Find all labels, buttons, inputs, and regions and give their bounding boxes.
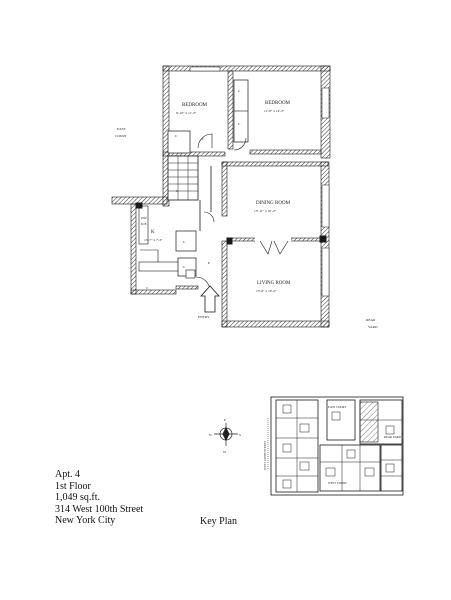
closet-label: C [202,137,205,141]
closet-kitchen [175,230,197,252]
bedroom-right-dims: 11'-8" x 14'-3" [264,109,285,113]
kitchen-label: K [151,230,155,235]
wall-bedroom-right-bottom [249,149,322,155]
closet-label: C [238,122,241,126]
key-plan-west-court: WEST COURT [328,481,347,485]
compass: E N S W [209,418,241,454]
bath-tiles [168,156,198,200]
closet-label: C [176,189,179,193]
closet-bedroom-left [167,130,191,154]
ice-label: ICE [141,222,147,226]
key-plan-block-middle-bottom [319,444,381,492]
apartment-plan [111,65,331,328]
key-plan-caption: Key Plan [200,516,237,527]
compass-s: S [239,433,241,437]
window-dining [321,184,330,228]
wall-dining-top [221,161,329,167]
apartment-info: Apt. 4 1st Floor 1,049 sq.ft. 314 West 1… [55,469,143,527]
pillar [319,235,327,243]
door-swing-bedroom-left [197,133,213,149]
street-address: 314 West 100th Street [55,503,144,515]
key-plan-block-middle-top [326,399,356,441]
rear-yard-label-2: YARD [368,325,378,329]
rear-yard-label-1: REAR [366,318,376,322]
door-swing-living-2 [273,240,289,255]
key-plan-east-court: EAST COURT [328,405,346,409]
apt-number: Apt. 4 [55,469,80,480]
closet-label: C [175,134,178,138]
room-labels: BEDROOM 9'-10" x 11'-3" BEDROOM 11'-8" x… [115,89,378,329]
living-room-label: LIVING ROOM [257,281,291,286]
bedroom-left-label: BEDROOM [182,103,208,108]
key-plan-outline [270,396,404,496]
pillar [135,202,143,209]
city: New York City [55,515,116,526]
living-room-dims: 13'-6" x 19'-2" [256,289,277,293]
entry-label: ENTRY [198,315,210,319]
key-plan-highlight [359,401,379,443]
east-court-label-1: EAST [117,127,127,131]
bathroom [167,155,199,201]
compass-w: W [223,450,227,454]
bedroom-left-dims: 9'-10" x 11'-3" [176,111,197,115]
kitchen-counter-left [138,205,149,245]
closet-label: C [146,286,149,290]
entry-arrow-icon [200,285,220,313]
compass-needle-icon [222,426,230,442]
wall-dining-left [221,161,228,217]
door-swing-bedroom-right [233,137,247,151]
floor-level: 1st Floor [55,480,91,492]
closet-label: C [183,240,186,244]
key-plan-rear-yard: REAR YARD [384,435,402,439]
kitchen-dims: 13'-7" x 7'-3" [144,238,163,242]
compass-n: N [209,433,212,437]
closet-label: C [183,265,186,269]
wall-living-bottom [221,320,330,328]
wall-top [162,65,331,72]
window-bedroom-right [321,87,330,119]
wall-foyer-bottom [175,285,199,290]
pantry-label: P [208,261,210,265]
kitchen-counter-bottom [138,261,180,272]
door-swing-living-1 [259,240,273,255]
wall-partition-bedrooms [227,70,234,150]
square-footage: 1,049 sq.ft. [55,492,100,503]
closet-label: C [238,89,241,93]
key-plan: EAST COURT REAR YARD WEST COURT WEST 100… [263,396,404,496]
window-bedroom-left-top [189,66,221,72]
bedroom-right-label: BEDROOM [265,101,291,106]
wall-kitchen-left [130,203,137,295]
window-living [321,247,330,297]
dining-room-dims: 13'-11" x 10'-2" [254,209,277,213]
wall-kitchen-bottom [130,289,177,295]
key-plan-street: WEST 100TH STREET [263,441,267,470]
dw-label: DW [141,216,148,220]
pillar [226,237,233,245]
dining-room-label: DINING ROOM [256,201,291,206]
compass-e: E [224,418,226,422]
east-court-label-2: COURT [115,134,128,138]
wall-living-left [221,240,228,328]
